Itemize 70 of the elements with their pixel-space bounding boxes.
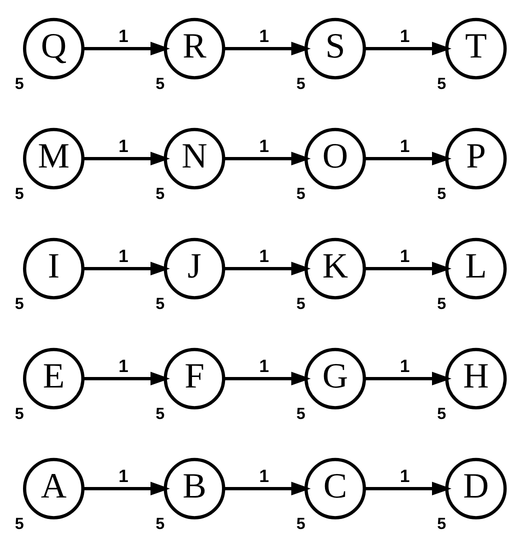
arrow: [364, 261, 452, 275]
node-circle: P: [445, 127, 507, 189]
node-circle: L: [445, 237, 507, 299]
node-circle: R: [164, 17, 226, 79]
node-circle: T: [445, 17, 507, 79]
node-circle: M: [23, 127, 84, 189]
arrow: [83, 261, 170, 275]
arrow: [224, 481, 311, 495]
edge-label: 1: [118, 135, 128, 156]
edge-label: 1: [118, 245, 128, 266]
node-label: 5: [156, 294, 165, 313]
edge-label: 1: [118, 465, 128, 486]
node-label: 5: [437, 294, 446, 313]
arrow: [224, 41, 311, 55]
node-label: 5: [437, 404, 446, 423]
edge-label: 1: [118, 355, 128, 376]
arrow: [364, 481, 452, 495]
node-label: 5: [296, 404, 306, 423]
node-circle: N: [164, 127, 226, 189]
node-label: 5: [14, 514, 24, 533]
node-label: 5: [296, 184, 306, 203]
node-label: 5: [156, 184, 165, 203]
edge-label: 1: [259, 245, 270, 266]
arrow: [364, 151, 452, 165]
arrow: [224, 151, 311, 165]
edge-label: 1: [400, 135, 410, 156]
node-circle: B: [164, 457, 226, 519]
arrow: [83, 41, 170, 55]
node-circle: F: [164, 347, 226, 409]
edge-label: 1: [259, 355, 270, 376]
arrow: [364, 371, 452, 385]
node-label: 5: [156, 514, 165, 533]
node-label: 5: [296, 74, 306, 93]
edge-label: 1: [259, 465, 270, 486]
edge-label: 1: [118, 25, 128, 46]
node-circle: G: [304, 347, 366, 409]
node-circle: E: [23, 347, 84, 409]
arrow: [364, 41, 452, 55]
node-label: 5: [437, 514, 446, 533]
node-label: 5: [437, 184, 446, 203]
node-label: 5: [14, 74, 24, 93]
edge-label: 1: [400, 245, 410, 266]
edge-label: 1: [259, 135, 270, 156]
node-circle: C: [304, 457, 366, 519]
edge-label: 1: [400, 355, 410, 376]
node-circle: O: [304, 127, 366, 189]
arrow: [83, 371, 170, 385]
node-label: 5: [156, 404, 165, 423]
node-circle: H: [445, 347, 507, 409]
node-circle: K: [304, 237, 366, 299]
node-circle: J: [164, 237, 226, 299]
node-label: 5: [14, 404, 24, 423]
arrow: [83, 151, 170, 165]
node-label: 5: [14, 294, 24, 313]
node-label: 5: [296, 514, 306, 533]
node-label: 5: [296, 294, 306, 313]
edge-label: 1: [400, 25, 410, 46]
arrow: [224, 371, 311, 385]
edge-label: 1: [400, 465, 410, 486]
node-label: 5: [156, 74, 165, 93]
arrow: [83, 481, 170, 495]
node-label: 5: [437, 74, 446, 93]
edge-label: 1: [259, 25, 270, 46]
node-circle: A: [23, 457, 84, 519]
node-label: 5: [14, 184, 24, 203]
arrow: [224, 261, 311, 275]
node-circle: D: [445, 457, 507, 519]
node-circle: S: [304, 17, 366, 79]
node-circle: I: [23, 237, 84, 299]
node-circle: Q: [23, 17, 84, 79]
